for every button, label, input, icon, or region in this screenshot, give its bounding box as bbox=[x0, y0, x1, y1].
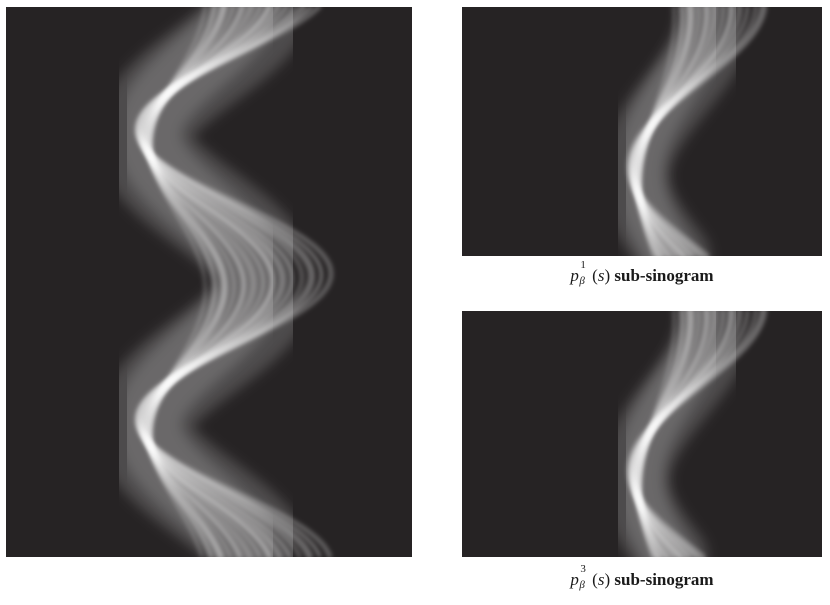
full-sinogram-image bbox=[6, 7, 412, 557]
full-sinogram-graphic bbox=[96, 7, 334, 557]
caption-label: sub-sinogram bbox=[614, 570, 714, 589]
sub-sinogram-1-graphic bbox=[600, 7, 768, 256]
sub-sinogram-3-graphic bbox=[600, 311, 768, 557]
sub-sinogram-1-image bbox=[462, 7, 822, 256]
caption-argument: (s) bbox=[592, 570, 611, 589]
sinogram-bands bbox=[96, 7, 334, 557]
sinogram-strand bbox=[626, 7, 768, 256]
sinogram-bands bbox=[600, 311, 768, 557]
sinogram-bands bbox=[600, 7, 768, 256]
sinogram-strand bbox=[134, 7, 334, 557]
caption-label: sub-sinogram bbox=[614, 266, 714, 285]
sinogram-strand bbox=[626, 311, 768, 557]
caption-subscript: β bbox=[579, 275, 585, 287]
caption-superscript: 1 bbox=[580, 259, 586, 271]
caption-subscript: β bbox=[579, 579, 585, 591]
sub-sinogram-3-image bbox=[462, 311, 822, 557]
caption-argument: (s) bbox=[592, 266, 611, 285]
caption-superscript: 3 bbox=[580, 563, 586, 575]
